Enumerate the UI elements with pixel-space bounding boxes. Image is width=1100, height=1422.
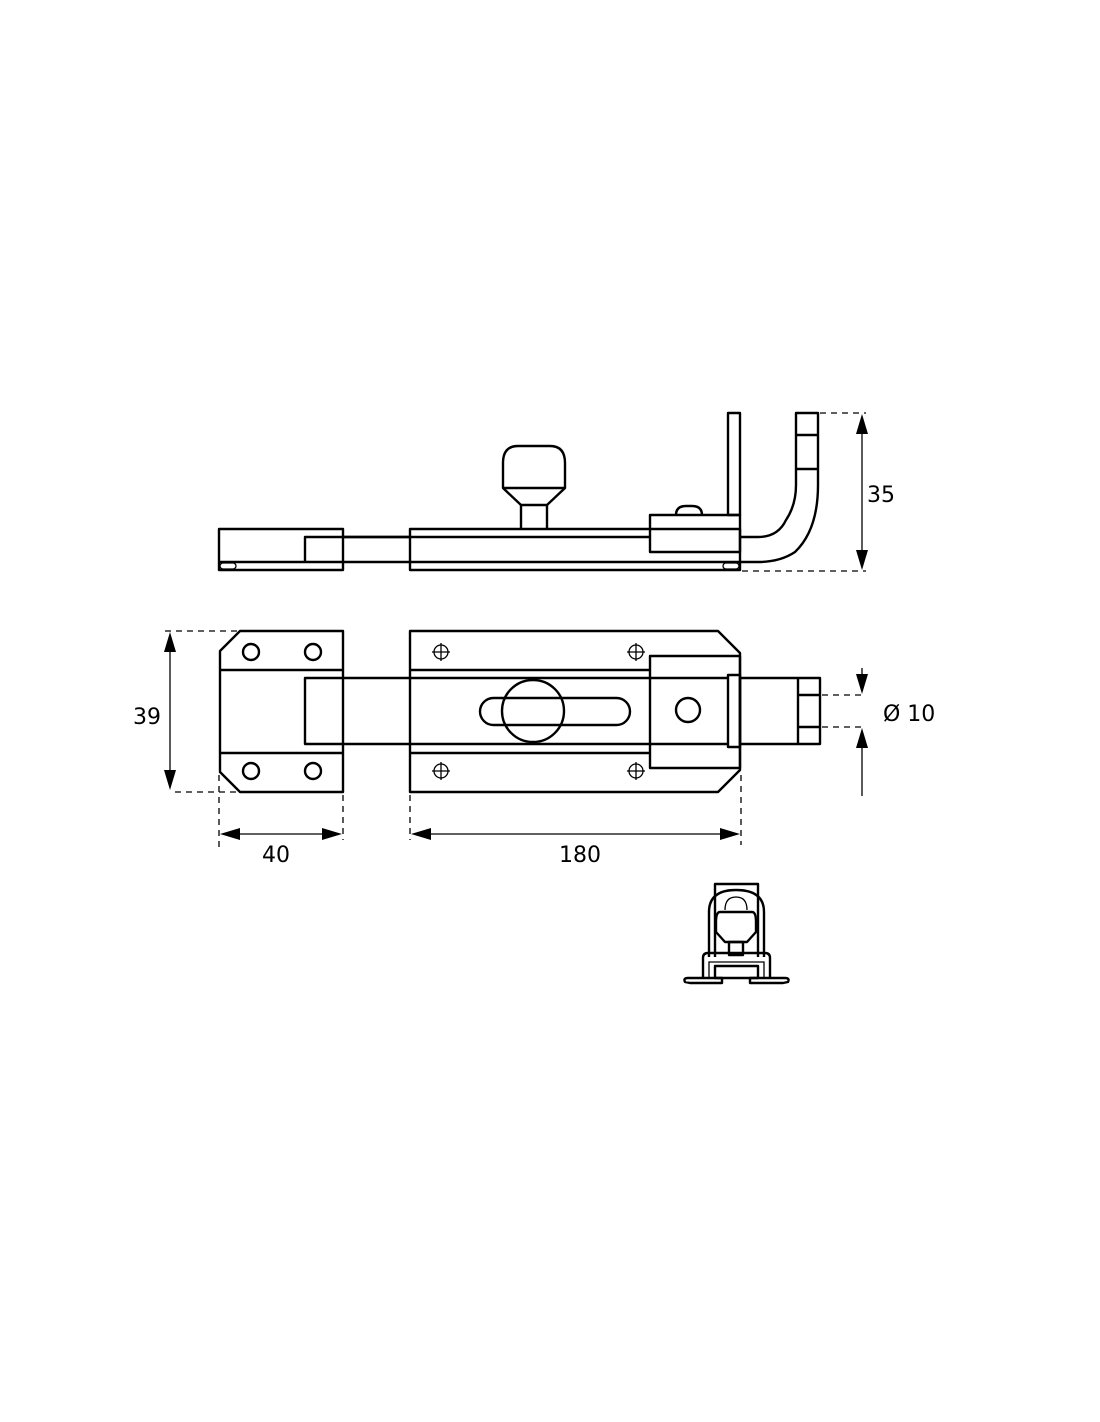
side-view: 35 xyxy=(217,411,895,572)
dimension-height: 35 xyxy=(867,483,895,508)
top-body xyxy=(408,629,742,794)
top-knob xyxy=(500,678,566,744)
side-keeper xyxy=(217,527,345,572)
top-keeper xyxy=(218,629,345,794)
dimension-width: 39 xyxy=(133,705,161,730)
side-knob xyxy=(501,444,567,490)
top-view: 39 Ø 10 40 180 xyxy=(133,629,935,868)
dimension-diameter: Ø 10 xyxy=(883,702,935,727)
end-view xyxy=(683,882,790,985)
dimension-keeper-length: 40 xyxy=(262,843,290,868)
side-body xyxy=(408,527,742,572)
dimension-body-length: 180 xyxy=(559,843,601,868)
